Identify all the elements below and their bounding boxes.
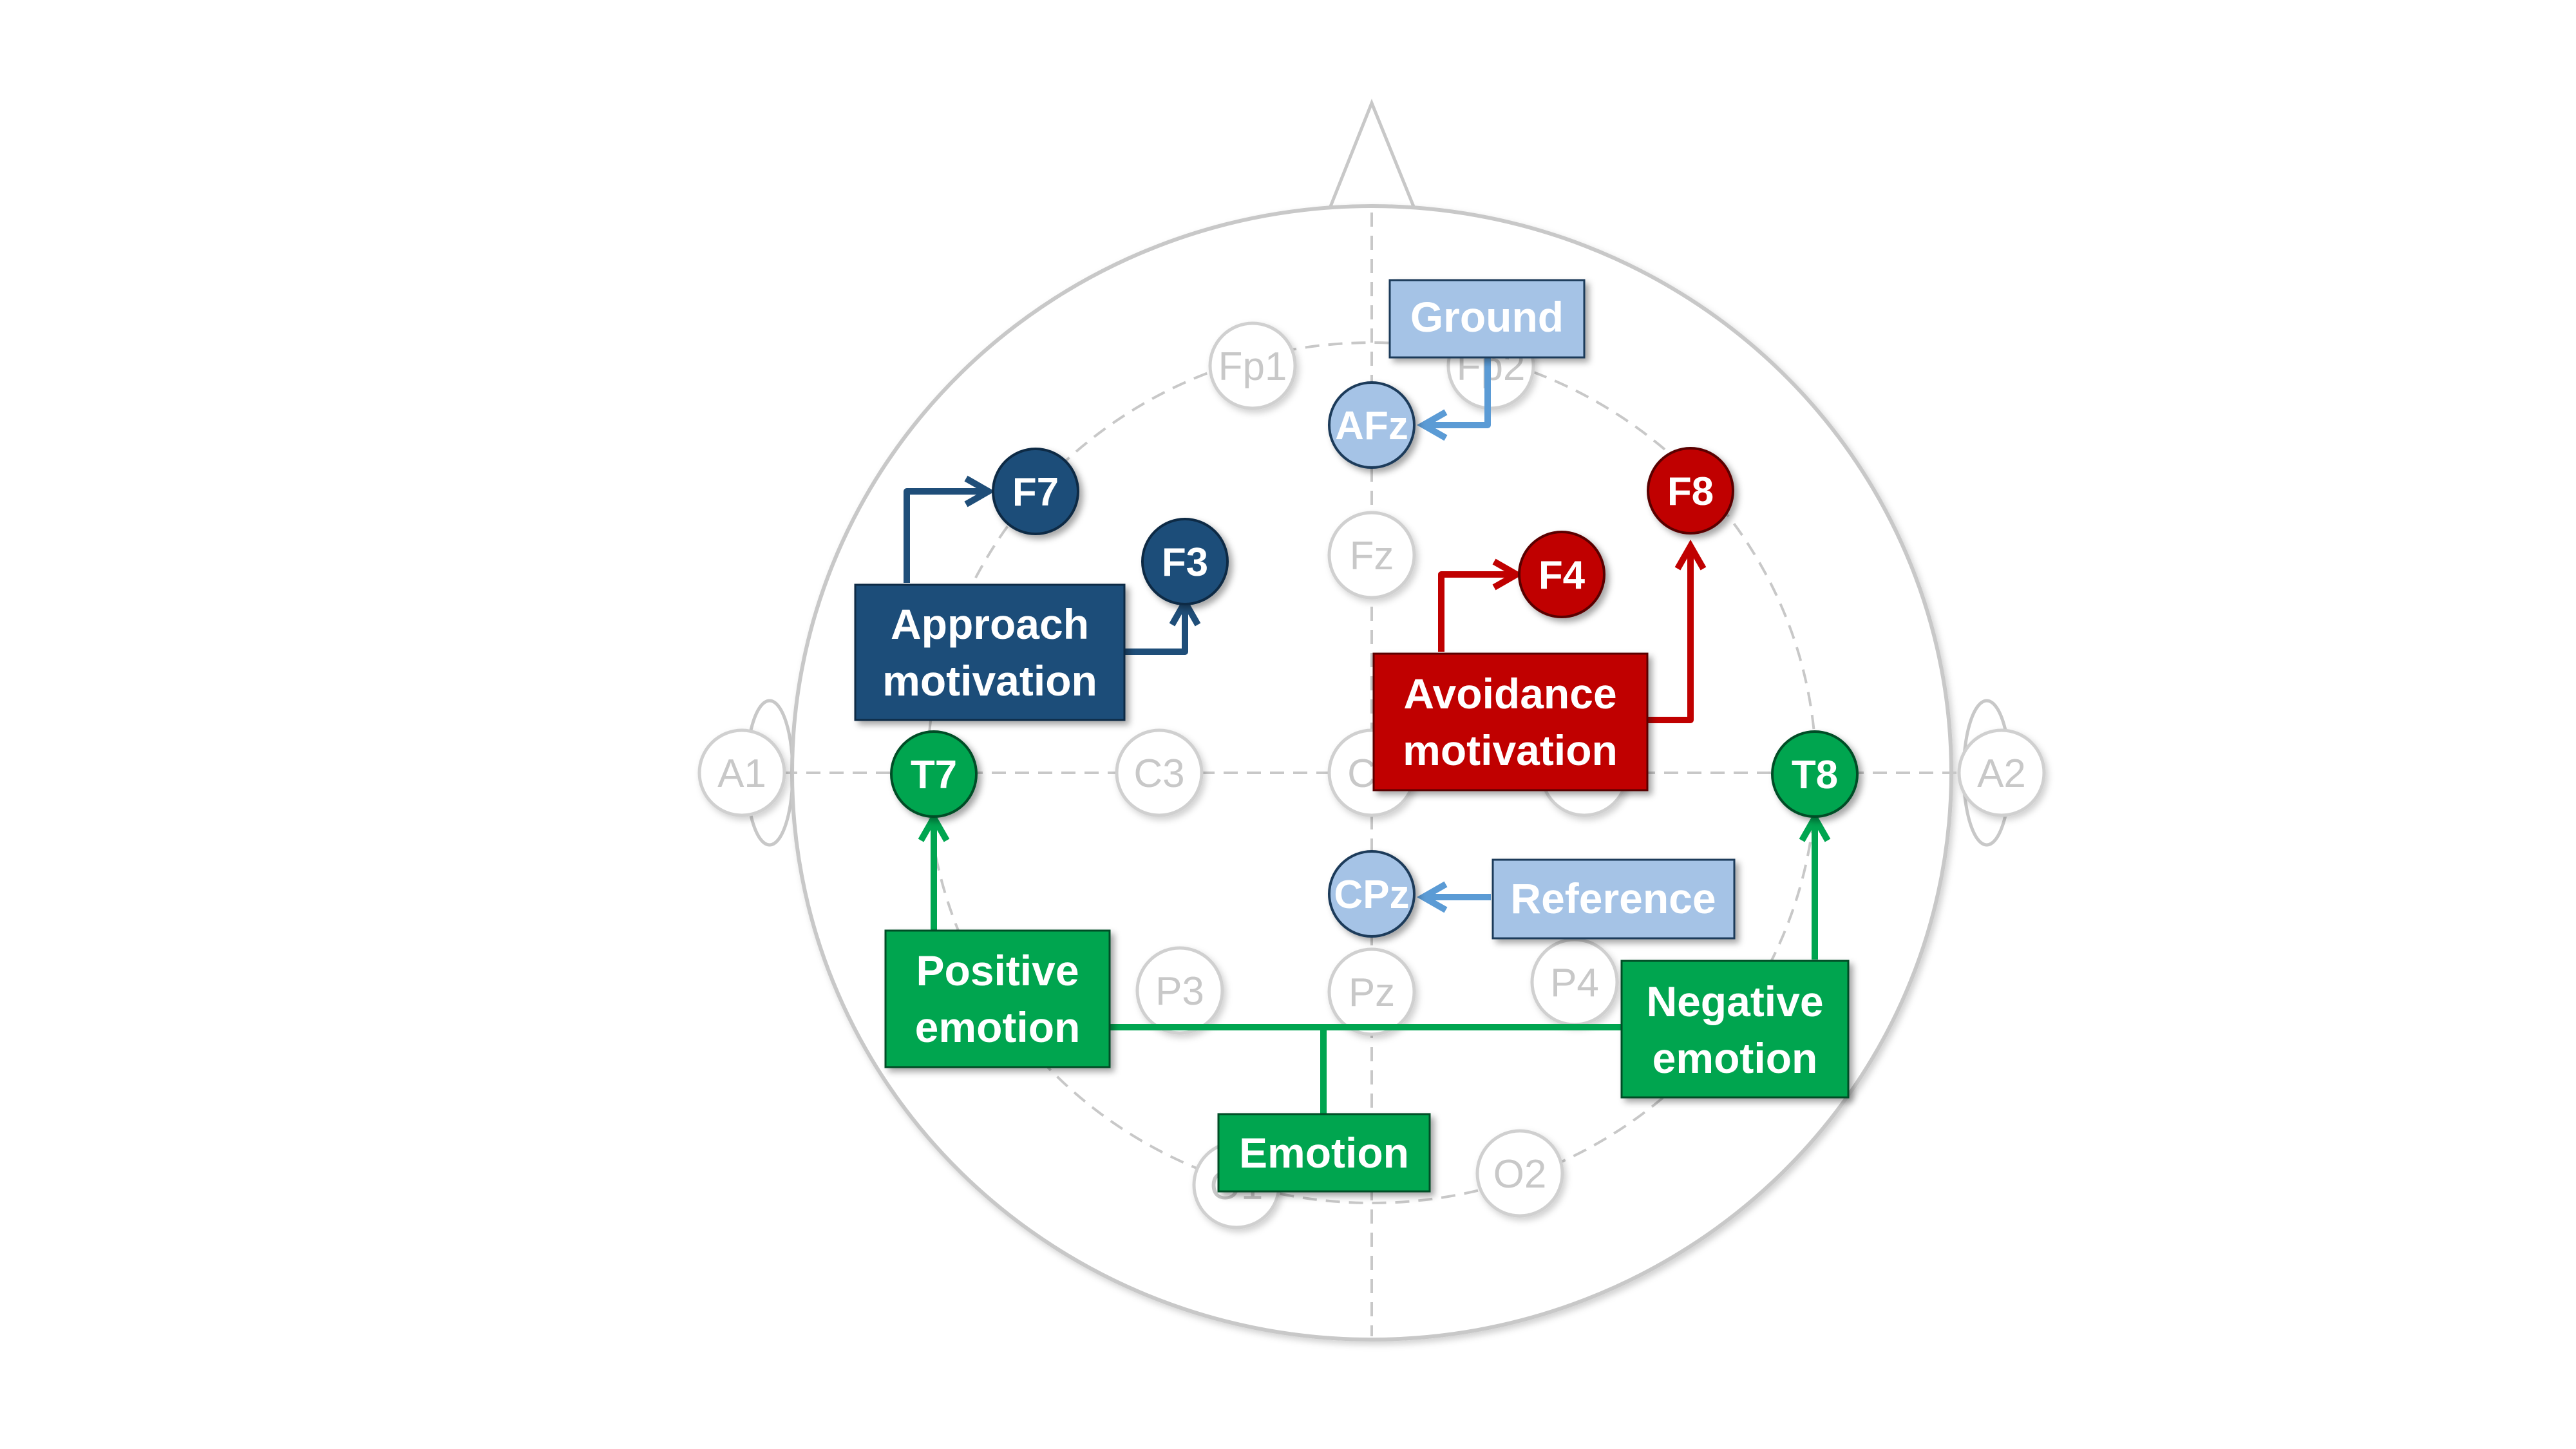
electrode-t8-label: T8 — [1792, 753, 1838, 797]
electrode-fp1-label: Fp1 — [1218, 345, 1287, 389]
avoidance-label-line1: Avoidance — [1403, 670, 1616, 717]
electrode-a1: A1 — [697, 728, 786, 817]
electrode-cpz-label: CPz — [1334, 873, 1409, 917]
connectors — [904, 357, 1831, 1114]
electrode-o2-label: O2 — [1493, 1152, 1547, 1197]
electrode-fz-label: Fz — [1350, 534, 1394, 578]
negative-emotion-box: Negative emotion — [1620, 960, 1850, 1099]
approach-motivation-box: Approach motivation — [854, 583, 1126, 721]
electrode-f7: F7 — [992, 448, 1079, 535]
positive-label-line1: Positive — [916, 947, 1079, 994]
reference-label: Reference — [1510, 875, 1716, 922]
label-boxes: Ground Reference Approach motivation Avo… — [854, 279, 1850, 1193]
arrow-approach-to-f7 — [904, 475, 996, 583]
avoidance-motivation-box: Avoidance motivation — [1372, 652, 1649, 791]
electrode-t7: T7 — [890, 730, 978, 818]
arrow-ground-to-afz — [1416, 357, 1491, 441]
reference-box: Reference — [1492, 858, 1736, 940]
electrode-f4: F4 — [1518, 531, 1605, 618]
electrode-p4-label: P4 — [1550, 961, 1599, 1005]
electrode-p4: P4 — [1530, 938, 1619, 1027]
electrode-pz: Pz — [1327, 947, 1416, 1036]
electrode-a2-label: A2 — [1977, 752, 2026, 796]
electrode-t7-label: T7 — [911, 753, 957, 797]
electrode-f7-label: F7 — [1012, 470, 1059, 515]
arrow-avoidance-to-f4 — [1438, 558, 1524, 652]
avoidance-label-line2: motivation — [1403, 726, 1618, 774]
electrode-f3: F3 — [1141, 518, 1229, 605]
electrode-afz: AFz — [1328, 381, 1416, 469]
electrode-a1-label: A1 — [717, 752, 766, 796]
electrode-f8-label: F8 — [1667, 469, 1714, 514]
ground-box: Ground — [1388, 279, 1586, 359]
electrode-fz: Fz — [1327, 511, 1416, 600]
electrode-p3-label: P3 — [1155, 969, 1204, 1014]
approach-label-line1: Approach — [891, 600, 1089, 648]
electrode-f4-label: F4 — [1539, 553, 1586, 598]
electrode-fp1: Fp1 — [1208, 321, 1297, 410]
active-electrodes: AFz CPz F7 F3 F4 F8 T7 T8 — [890, 381, 1859, 938]
negative-label-line1: Negative — [1646, 978, 1823, 1025]
arrow-avoidance-to-f8 — [1645, 539, 1707, 723]
electrode-t8: T8 — [1771, 730, 1859, 818]
electrode-afz-label: AFz — [1335, 404, 1408, 448]
electrode-c3: C3 — [1115, 728, 1204, 817]
arrow-approach-to-f3 — [1124, 595, 1201, 655]
electrode-c3-label: C3 — [1133, 752, 1184, 796]
negative-label-line2: emotion — [1653, 1034, 1818, 1082]
electrode-pz-label: Pz — [1349, 971, 1395, 1015]
emotion-box: Emotion — [1217, 1113, 1431, 1193]
approach-label-line2: motivation — [882, 657, 1097, 705]
electrode-p3: P3 — [1135, 946, 1224, 1035]
positive-emotion-box: Positive emotion — [884, 929, 1111, 1068]
ground-label: Ground — [1410, 293, 1564, 341]
emotion-label: Emotion — [1239, 1129, 1409, 1177]
electrode-f8: F8 — [1647, 447, 1734, 535]
electrode-cpz: CPz — [1328, 850, 1416, 938]
electrode-o2: O2 — [1475, 1129, 1564, 1218]
electrode-a2: A2 — [1957, 728, 2046, 817]
positive-label-line2: emotion — [915, 1003, 1081, 1051]
electrode-f3-label: F3 — [1162, 540, 1208, 585]
nose-shape — [1327, 99, 1417, 210]
